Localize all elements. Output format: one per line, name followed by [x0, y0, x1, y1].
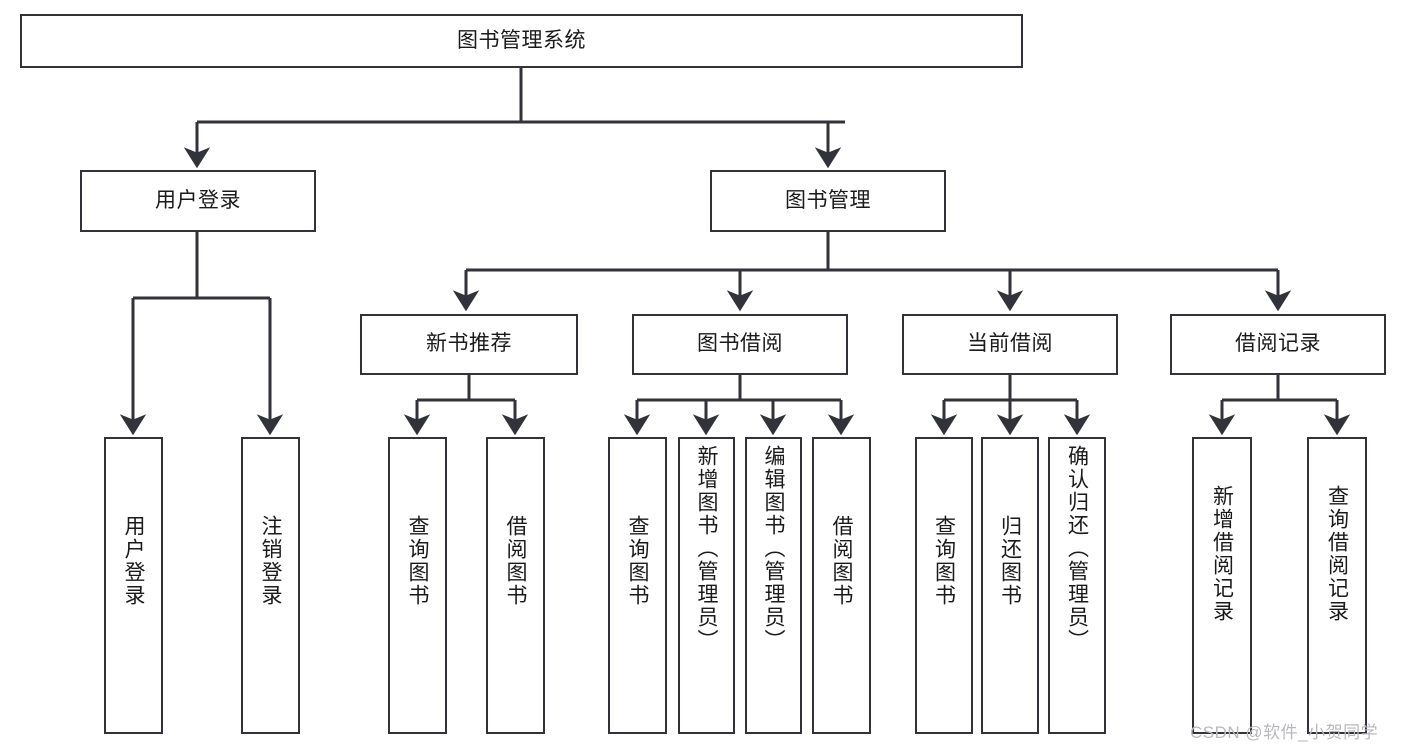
node-book-management-label: 图书管理 [785, 188, 871, 212]
node-new-book-recommend-label: 新书推荐 [426, 332, 512, 356]
node-leaf-query-book-recommend[interactable]: 查询图书 [388, 437, 447, 734]
node-leaf-user-login[interactable]: 用户登录 [104, 437, 163, 734]
node-leaf-add-borrow-record-label: 新增借阅记录 [1210, 485, 1234, 623]
node-user-login[interactable]: 用户登录 [80, 170, 316, 232]
node-new-book-recommend[interactable]: 新书推荐 [360, 314, 578, 375]
node-leaf-borrow-book[interactable]: 借阅图书 [812, 437, 871, 734]
node-leaf-confirm-return-admin-label: 确认归还（管理员） [1065, 445, 1089, 652]
node-leaf-query-book-borrow[interactable]: 查询图书 [608, 437, 667, 734]
node-book-borrow[interactable]: 图书借阅 [632, 314, 848, 375]
node-borrow-records-label: 借阅记录 [1235, 332, 1321, 356]
node-leaf-user-login-label: 用户登录 [122, 515, 145, 607]
node-leaf-borrow-book-recommend[interactable]: 借阅图书 [486, 437, 545, 734]
node-borrow-records[interactable]: 借阅记录 [1170, 314, 1386, 375]
node-leaf-add-book-admin[interactable]: 新增图书（管理员） [678, 437, 735, 734]
node-leaf-return-book-label: 归还图书 [998, 515, 1022, 607]
node-current-borrow[interactable]: 当前借阅 [902, 314, 1118, 375]
node-leaf-query-book-borrow-label: 查询图书 [626, 515, 649, 607]
node-current-borrow-label: 当前借阅 [967, 332, 1053, 356]
node-leaf-query-borrow-record[interactable]: 查询借阅记录 [1307, 437, 1367, 734]
node-leaf-borrow-book-label: 借阅图书 [830, 515, 853, 607]
node-leaf-edit-book-admin-label: 编辑图书（管理员） [762, 445, 785, 652]
node-leaf-add-book-admin-label: 新增图书（管理员） [695, 445, 718, 652]
node-root-system-label: 图书管理系统 [457, 28, 586, 52]
node-user-login-label: 用户登录 [155, 188, 241, 212]
node-leaf-query-book-current-label: 查询图书 [932, 515, 956, 607]
node-leaf-borrow-book-recommend-label: 借阅图书 [504, 515, 527, 607]
node-leaf-query-borrow-record-label: 查询借阅记录 [1325, 485, 1349, 623]
node-book-management[interactable]: 图书管理 [710, 170, 946, 232]
node-leaf-query-book-recommend-label: 查询图书 [406, 515, 429, 607]
node-leaf-add-borrow-record[interactable]: 新增借阅记录 [1192, 437, 1252, 734]
node-book-borrow-label: 图书借阅 [697, 332, 783, 356]
node-root-system[interactable]: 图书管理系统 [20, 14, 1023, 68]
node-leaf-logout-label: 注销登录 [259, 515, 282, 607]
node-leaf-logout[interactable]: 注销登录 [241, 437, 300, 734]
node-leaf-confirm-return-admin[interactable]: 确认归还（管理员） [1048, 437, 1106, 734]
node-leaf-edit-book-admin[interactable]: 编辑图书（管理员） [745, 437, 802, 734]
node-leaf-return-book[interactable]: 归还图书 [981, 437, 1039, 734]
node-leaf-query-book-current[interactable]: 查询图书 [915, 437, 973, 734]
